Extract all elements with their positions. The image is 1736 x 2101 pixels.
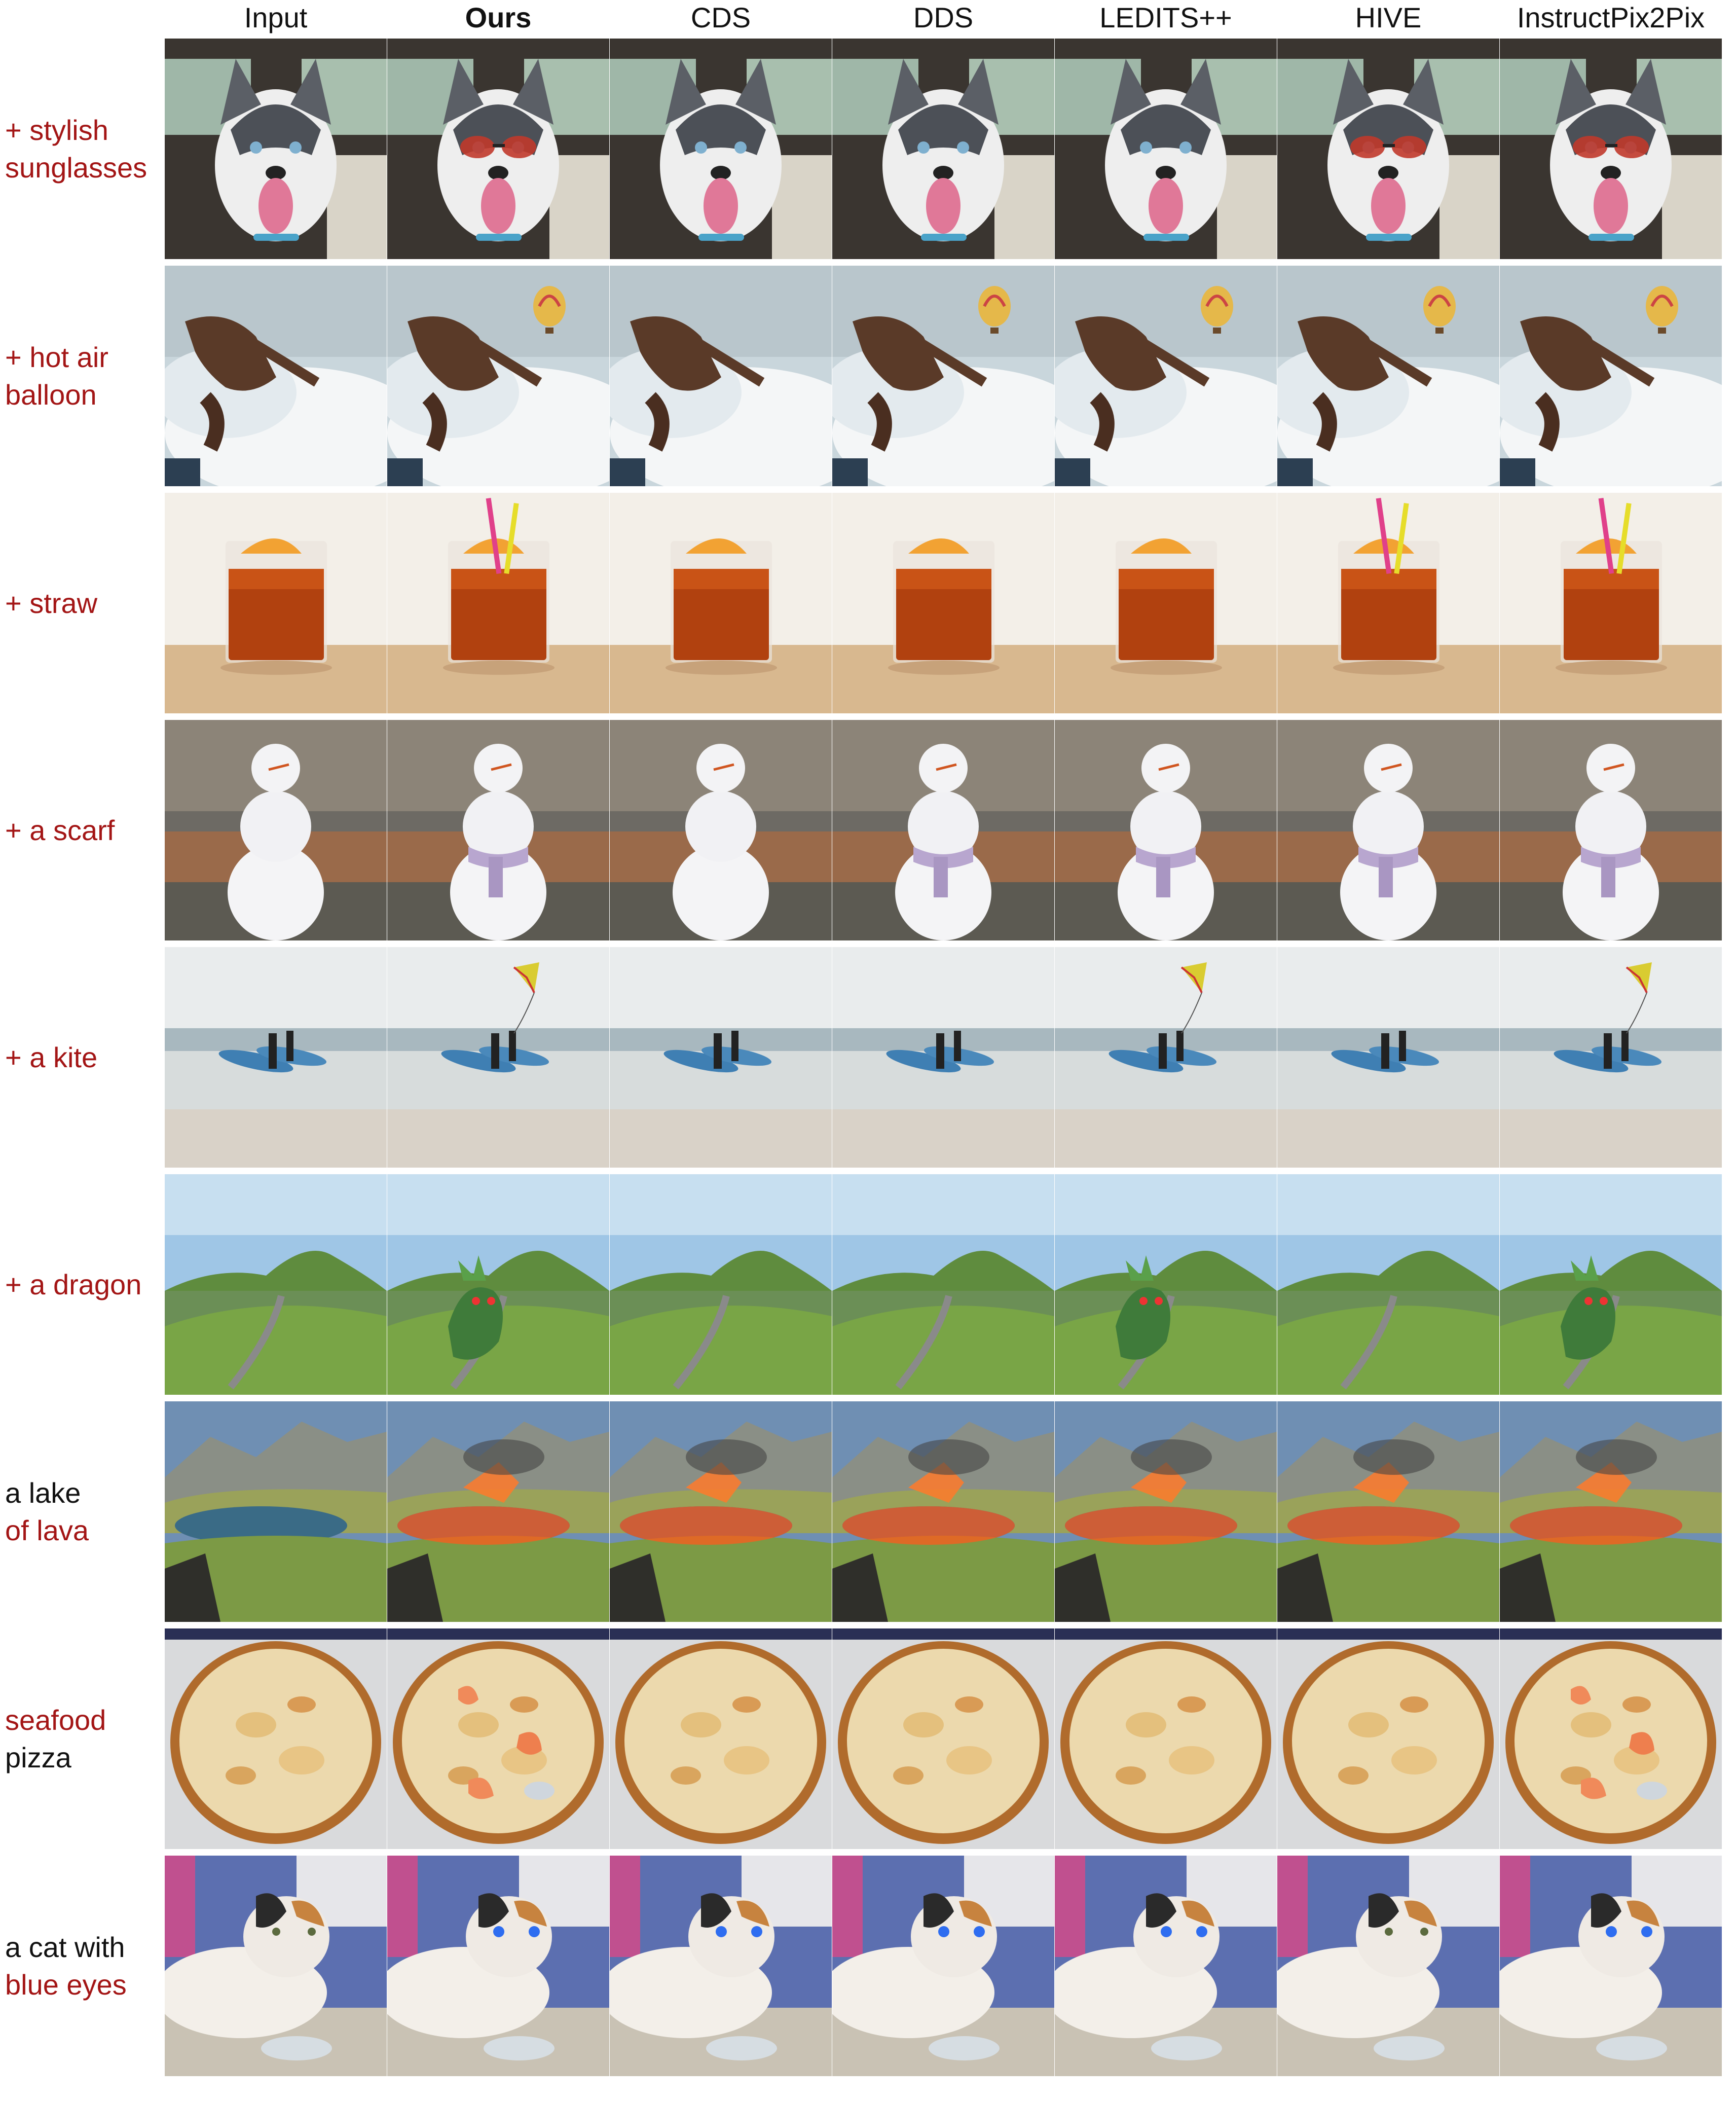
row-label-line: seafood [5, 1704, 106, 1736]
image-husky-hive [1277, 39, 1499, 259]
image-drink-ours [387, 493, 609, 713]
image-snowman-ours [387, 720, 609, 940]
image-husky-cds [610, 39, 832, 259]
image-green-hill-ledits [1055, 1174, 1277, 1395]
image-beach-surfers-ours [387, 947, 609, 1168]
image-cat-instructpix2pix [1500, 1856, 1722, 2076]
image-surfer-splash-ledits [1055, 266, 1277, 486]
image-husky-ours [387, 39, 609, 259]
image-snowman-hive [1277, 720, 1499, 940]
row-label-line: a cat with [5, 1931, 125, 1963]
image-husky-dds [832, 39, 1054, 259]
row-label-a-lake-of-lava: a lake of lava [5, 1401, 157, 1622]
image-husky-input [165, 39, 387, 259]
image-green-hill-input [165, 1174, 387, 1395]
row-label-line: balloon [5, 378, 97, 411]
column-header-cds: CDS [690, 1, 751, 33]
image-cat-hive [1277, 1856, 1499, 2076]
image-beach-surfers-instructpix2pix [1500, 947, 1722, 1168]
row-label-straw: + straw [5, 493, 157, 713]
column-header-dds: DDS [913, 1, 974, 33]
row-label-hot-air-balloon: + hot air balloon [5, 266, 157, 486]
image-pizza-dds [832, 1628, 1054, 1849]
column-header-input: Input [244, 1, 308, 33]
image-mountain-lake-hive [1277, 1401, 1499, 1622]
row-label-a-kite: + a kite [5, 947, 157, 1168]
image-drink-ledits [1055, 493, 1277, 713]
row-label-line: blue eyes [5, 1968, 127, 2001]
image-surfer-splash-instructpix2pix [1500, 266, 1722, 486]
row-label-line: of lava [5, 1514, 89, 1546]
image-drink-hive [1277, 493, 1499, 713]
image-beach-surfers-cds [610, 947, 832, 1168]
image-surfer-splash-cds [610, 266, 832, 486]
image-green-hill-dds [832, 1174, 1054, 1395]
image-green-hill-instructpix2pix [1500, 1174, 1722, 1395]
image-drink-cds [610, 493, 832, 713]
column-header-instructpix2pix: InstructPix2Pix [1517, 1, 1705, 33]
image-mountain-lake-instructpix2pix [1500, 1401, 1722, 1622]
image-mountain-lake-cds [610, 1401, 832, 1622]
image-snowman-dds [832, 720, 1054, 940]
row-label-line: + a dragon [5, 1268, 142, 1300]
image-pizza-ledits [1055, 1628, 1277, 1849]
row-label-line: a lake [5, 1476, 81, 1509]
image-pizza-cds [610, 1628, 832, 1849]
image-beach-surfers-hive [1277, 947, 1499, 1168]
image-drink-dds [832, 493, 1054, 713]
row-label-line: + a scarf [5, 814, 115, 846]
image-snowman-cds [610, 720, 832, 940]
image-husky-instructpix2pix [1500, 39, 1722, 259]
column-header-ours: Ours [465, 1, 532, 33]
row-label-line: sunglasses [5, 151, 147, 184]
row-label-line: pizza [5, 1741, 71, 1773]
image-cat-ours [387, 1856, 609, 2076]
image-pizza-ours [387, 1628, 609, 1849]
image-beach-surfers-dds [832, 947, 1054, 1168]
image-mountain-lake-input [165, 1401, 387, 1622]
image-beach-surfers-ledits [1055, 947, 1277, 1168]
image-mountain-lake-ledits [1055, 1401, 1277, 1622]
image-pizza-input [165, 1628, 387, 1849]
image-green-hill-hive [1277, 1174, 1499, 1395]
image-green-hill-ours [387, 1174, 609, 1395]
image-cat-cds [610, 1856, 832, 2076]
image-green-hill-cds [610, 1174, 832, 1395]
column-header-ledits: LEDITS++ [1099, 1, 1232, 33]
image-snowman-input [165, 720, 387, 940]
image-pizza-hive [1277, 1628, 1499, 1849]
row-label-line: + a kite [5, 1041, 98, 1073]
image-surfer-splash-dds [832, 266, 1054, 486]
image-drink-input [165, 493, 387, 713]
row-label-a-scarf: + a scarf [5, 720, 157, 940]
image-cat-input [165, 1856, 387, 2076]
row-label-line: + stylish [5, 114, 108, 146]
image-husky-ledits [1055, 39, 1277, 259]
image-surfer-splash-hive [1277, 266, 1499, 486]
image-drink-instructpix2pix [1500, 493, 1722, 713]
image-mountain-lake-ours [387, 1401, 609, 1622]
image-pizza-instructpix2pix [1500, 1628, 1722, 1849]
image-snowman-instructpix2pix [1500, 720, 1722, 940]
row-label-seafood-pizza: seafood pizza [5, 1628, 157, 1849]
row-label-line: + straw [5, 587, 98, 619]
image-surfer-splash-ours [387, 266, 609, 486]
row-label-a-dragon: + a dragon [5, 1174, 157, 1395]
image-snowman-ledits [1055, 720, 1277, 940]
image-cat-dds [832, 1856, 1054, 2076]
image-surfer-splash-input [165, 266, 387, 486]
column-header-hive: HIVE [1355, 1, 1422, 33]
row-label-a-cat-with-blue-eyes: a cat with blue eyes [5, 1856, 157, 2076]
image-mountain-lake-dds [832, 1401, 1054, 1622]
row-label-stylish-sunglasses: + stylish sunglasses [5, 39, 157, 259]
image-beach-surfers-input [165, 947, 387, 1168]
image-cat-ledits [1055, 1856, 1277, 2076]
row-label-line: + hot air [5, 341, 108, 373]
